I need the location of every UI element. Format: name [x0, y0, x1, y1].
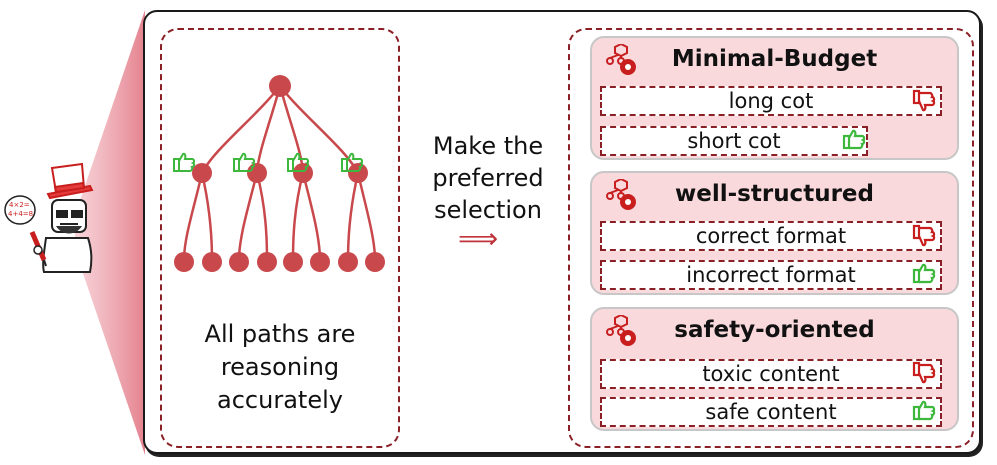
option-safe-content: safe content: [600, 397, 942, 427]
thumbs-up-icon: [173, 152, 196, 172]
option-label: toxic content: [702, 362, 840, 386]
network-gear-icon: [606, 44, 636, 75]
board-line: 4×2=: [9, 201, 30, 209]
thumbs-up-icon: [233, 152, 256, 172]
option-correct-format: correct format: [600, 221, 942, 251]
thumbs-up-icon: [912, 263, 936, 284]
caption-line: accurately: [217, 386, 343, 414]
board-line: 4+4=8: [8, 210, 33, 218]
instruction-line: selection: [434, 196, 542, 224]
thumbs-up-icon: [842, 129, 866, 150]
option-label: short cot: [687, 129, 781, 153]
option-label: safe content: [705, 400, 837, 424]
person-with-hat-icon: 4×2= 4+4=8: [4, 162, 94, 273]
option-long-cot: long cot: [600, 86, 942, 116]
middle-instruction: Make the preferred selection: [418, 130, 558, 226]
tree-node: [348, 163, 368, 183]
tree-leaf-node: [202, 252, 222, 272]
tree-root-node: [269, 75, 291, 97]
tree-node: [247, 163, 267, 183]
tree-leaf-node: [310, 252, 330, 272]
tree-node: [192, 163, 212, 183]
option-label: incorrect format: [686, 263, 856, 287]
option-label: long cot: [728, 89, 814, 113]
section-title: well-structured: [675, 181, 874, 207]
thumbs-up-icon: [341, 152, 364, 172]
tree-node: [293, 163, 313, 183]
tree-leaf-node: [283, 252, 303, 272]
thumbs-down-icon: [912, 224, 936, 247]
option-toxic-content: toxic content: [600, 359, 942, 389]
tree-leaf-node: [338, 252, 358, 272]
option-short-cot: short cot: [600, 126, 868, 156]
tree-leaf-node: [365, 252, 385, 272]
option-incorrect-format: incorrect format: [600, 260, 942, 290]
instruction-line: preferred: [432, 164, 544, 192]
projection-beam: [75, 10, 145, 455]
thumbs-up-icon: [912, 400, 936, 421]
reasoning-tree: [173, 75, 385, 272]
option-label: correct format: [695, 224, 847, 248]
section-title: safety-oriented: [674, 317, 875, 343]
thumbs-down-icon: [912, 361, 936, 384]
network-gear-icon: [606, 179, 636, 210]
tree-leaf-node: [257, 252, 277, 272]
tree-leaf-node: [174, 252, 194, 272]
caption-line: reasoning: [220, 353, 340, 381]
tree-leaf-node: [229, 252, 249, 272]
instruction-line: Make the: [432, 132, 544, 160]
network-gear-icon: [606, 315, 636, 346]
section-title: Minimal-Budget: [671, 46, 878, 72]
thumbs-down-icon: [912, 89, 936, 112]
implies-arrow-icon: ⟹: [458, 222, 499, 255]
left-caption: All paths are reasoning accurately: [160, 318, 400, 417]
thumbs-up-icon: [287, 152, 310, 172]
caption-line: All paths are: [204, 320, 356, 348]
reasoning-tree-panel: [160, 28, 400, 448]
